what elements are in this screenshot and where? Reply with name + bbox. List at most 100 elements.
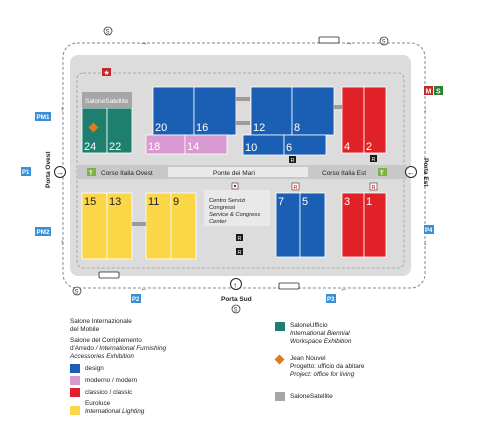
svg-text:PM1: PM1 bbox=[37, 114, 50, 121]
t-marker bbox=[87, 168, 96, 176]
parking-p2: P2 bbox=[131, 294, 141, 303]
svg-text:P2: P2 bbox=[132, 297, 140, 303]
centro-line-1: Centro Servizi bbox=[209, 198, 245, 204]
restaurant-icon bbox=[289, 156, 296, 163]
svg-text:Porta Est: Porta Est bbox=[422, 158, 429, 187]
satellite-label-band bbox=[82, 92, 132, 108]
legend-complemento: Salone del Complemento d'Arredo / Intern… bbox=[70, 337, 167, 360]
svg-text:T: T bbox=[380, 171, 384, 177]
hall-5 bbox=[299, 192, 326, 258]
hall-label-4: 4 bbox=[344, 141, 350, 153]
route-arrow-icon: ← bbox=[140, 284, 148, 293]
hall-label-18: 18 bbox=[148, 141, 160, 153]
svg-text:S: S bbox=[234, 308, 238, 314]
hall-label-5: 5 bbox=[302, 196, 308, 208]
parking-p4: P4 bbox=[424, 225, 434, 234]
svg-text:S: S bbox=[106, 30, 110, 36]
bus-icon bbox=[278, 282, 300, 290]
swatch-design bbox=[70, 364, 80, 373]
hall-label-15: 15 bbox=[84, 196, 96, 208]
svg-text:M: M bbox=[426, 89, 432, 96]
svg-text:T: T bbox=[89, 171, 93, 177]
parking-p3: P3 bbox=[326, 294, 336, 303]
svg-text:S: S bbox=[436, 89, 441, 96]
star-marker-icon bbox=[102, 68, 111, 76]
route-arrow-icon: ↓ bbox=[423, 105, 427, 114]
ponte-label-band bbox=[168, 167, 308, 177]
route-arrow-icon: → bbox=[140, 38, 148, 47]
hall-13 bbox=[106, 192, 133, 260]
centro-line-4: Center bbox=[209, 219, 227, 225]
hall-label-9: 9 bbox=[173, 196, 179, 208]
hall-20 bbox=[152, 86, 195, 136]
hall-2 bbox=[363, 86, 387, 154]
swatch-nouvel-icon bbox=[274, 354, 285, 365]
restaurant-icon bbox=[370, 155, 377, 162]
svg-text:↑: ↑ bbox=[233, 281, 237, 290]
centro-line-2: Congressi bbox=[209, 205, 235, 211]
ponte-label: Ponte dei Mari bbox=[213, 170, 255, 177]
hall-label-8: 8 bbox=[294, 122, 300, 134]
metro-m-icon bbox=[424, 86, 433, 95]
shuttle-stop-icon: S bbox=[103, 26, 113, 36]
hall-label-12: 12 bbox=[253, 122, 265, 134]
parking-pm2: PM2 bbox=[35, 227, 51, 236]
svg-text:P1: P1 bbox=[22, 170, 30, 176]
parking-pm1: PM1 bbox=[35, 112, 51, 121]
restaurant-label: R bbox=[238, 250, 242, 256]
svg-text:PM2: PM2 bbox=[37, 229, 50, 236]
hall-7 bbox=[275, 192, 301, 258]
route-arrow-icon: ← bbox=[340, 284, 348, 293]
satellite-label: SaloneSatellite bbox=[85, 98, 129, 105]
gate-ovest: → Porta Ovest bbox=[45, 151, 66, 188]
gate-est: ← Porta Est bbox=[405, 158, 429, 187]
hall-14 bbox=[184, 134, 228, 155]
hall-15 bbox=[81, 192, 108, 260]
restaurant-icon bbox=[291, 182, 300, 191]
parking-p1: P1 bbox=[21, 167, 31, 176]
svg-text:→: → bbox=[56, 168, 64, 177]
svg-text:Porta Ovest: Porta Ovest bbox=[45, 151, 52, 188]
hall-label-6: 6 bbox=[286, 142, 292, 154]
t-marker bbox=[378, 168, 387, 176]
restaurant-label: R bbox=[291, 158, 295, 164]
swatch-modern bbox=[70, 376, 80, 385]
legend-salone: Salone Internazionale del Mobile bbox=[70, 318, 132, 333]
svg-text:←: ← bbox=[407, 168, 415, 177]
route-arrow-icon: ↑ bbox=[60, 105, 64, 114]
nouvel-marker-icon bbox=[88, 122, 99, 133]
hall-label-16: 16 bbox=[196, 122, 208, 134]
hall-label-10: 10 bbox=[245, 142, 257, 154]
hall-label-1: 1 bbox=[366, 196, 372, 208]
restaurant-icon bbox=[236, 234, 243, 241]
hall-11 bbox=[145, 192, 172, 260]
bus-icon bbox=[98, 271, 120, 279]
metro-s-icon bbox=[434, 86, 443, 95]
hall-label-14: 14 bbox=[187, 141, 199, 153]
restaurant-label: R bbox=[238, 236, 242, 242]
shuttle-stop-icon: S bbox=[72, 286, 82, 296]
hall-label-3: 3 bbox=[344, 196, 350, 208]
hall-1 bbox=[363, 192, 387, 258]
swatch-euroluce bbox=[70, 406, 80, 415]
hall-label-7: 7 bbox=[278, 196, 284, 208]
svg-text:★: ★ bbox=[104, 69, 110, 77]
hall-label-2: 2 bbox=[366, 141, 372, 153]
shuttle-stop-icon: S bbox=[379, 36, 389, 46]
shuttle-stop-icon: S bbox=[231, 304, 241, 314]
hall-6 bbox=[283, 134, 327, 156]
svg-text:P3: P3 bbox=[327, 297, 335, 303]
restaurant-label: R bbox=[294, 185, 298, 191]
gate-sud: ↑ Porta Sud bbox=[221, 278, 252, 303]
svg-text:Porta Sud: Porta Sud bbox=[221, 296, 252, 303]
corso-ovest-label: Corso Italia Ovest bbox=[101, 170, 153, 177]
bus-icon bbox=[318, 36, 340, 44]
svg-text:P4: P4 bbox=[425, 228, 433, 234]
legend: Salone Internazionale del Mobile Salone … bbox=[70, 318, 365, 415]
swatch-ufficio bbox=[275, 322, 285, 331]
svg-text:S: S bbox=[382, 40, 386, 46]
centro-servizi bbox=[204, 190, 270, 226]
hall-label-13: 13 bbox=[109, 196, 121, 208]
svg-text:S: S bbox=[75, 290, 79, 296]
